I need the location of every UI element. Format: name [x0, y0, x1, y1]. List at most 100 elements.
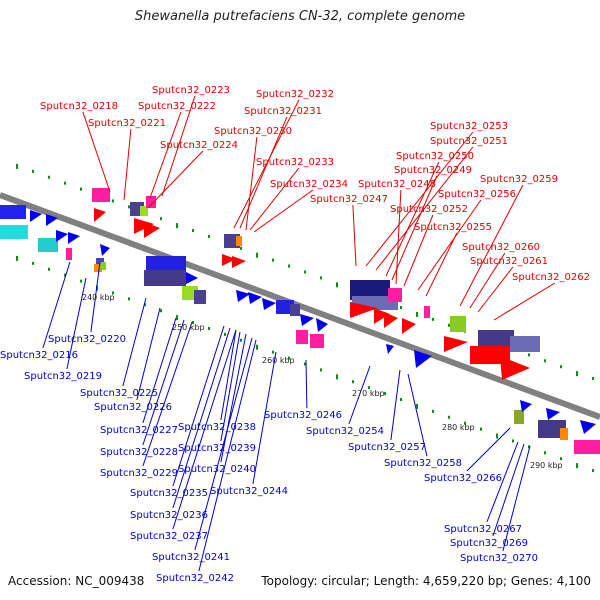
reverse-gene-label[interactable]: Sputcn32_0226 — [94, 402, 172, 413]
gene-box[interactable] — [194, 290, 206, 304]
gene-box[interactable] — [66, 248, 72, 260]
forward-gene-label[interactable]: Sputcn32_0231 — [244, 106, 322, 117]
gene-box[interactable] — [0, 225, 28, 239]
gene-arrow[interactable] — [350, 302, 378, 318]
gene-box[interactable] — [236, 236, 242, 246]
reverse-gene-label[interactable]: Sputcn32_0237 — [130, 531, 208, 542]
gene-arrow[interactable] — [186, 272, 198, 284]
reverse-gene-label[interactable]: Sputcn32_0229 — [100, 468, 178, 479]
gene-arrow[interactable] — [236, 290, 250, 302]
gene-box[interactable] — [560, 428, 568, 440]
gene-box[interactable] — [92, 188, 110, 202]
gene-box[interactable] — [310, 334, 324, 348]
gene-box[interactable] — [94, 264, 102, 272]
gene-box[interactable] — [470, 346, 510, 364]
gene-arrow[interactable] — [500, 356, 530, 380]
forward-gene-label[interactable]: Sputcn32_0262 — [512, 272, 590, 283]
reverse-gene-label[interactable]: Sputcn32_0258 — [384, 458, 462, 469]
reverse-gene-label[interactable]: Sputcn32_0266 — [424, 473, 502, 484]
forward-gene-label[interactable]: Sputcn32_0261 — [470, 256, 548, 267]
gene-box[interactable] — [350, 280, 390, 300]
gene-box[interactable] — [538, 420, 566, 438]
gene-arrow[interactable] — [546, 408, 560, 420]
gene-arrow[interactable] — [144, 222, 160, 238]
gene-box[interactable] — [38, 238, 58, 252]
reverse-gene-label[interactable]: Sputcn32_0216 — [0, 350, 78, 361]
gene-box[interactable] — [140, 206, 148, 216]
reverse-gene-label[interactable]: Sputcn32_0269 — [450, 538, 528, 549]
gene-box[interactable] — [146, 196, 156, 208]
forward-gene-label[interactable]: Sputcn32_0233 — [256, 157, 334, 168]
gene-arrow[interactable] — [30, 210, 42, 222]
reverse-gene-label[interactable]: Sputcn32_0228 — [100, 447, 178, 458]
reverse-gene-label[interactable]: Sputcn32_0236 — [130, 510, 208, 521]
forward-gene-label[interactable]: Sputcn32_0221 — [88, 118, 166, 129]
forward-gene-label[interactable]: Sputcn32_0259 — [480, 174, 558, 185]
reverse-gene-label[interactable]: Sputcn32_0244 — [210, 486, 288, 497]
forward-gene-label[interactable]: Sputcn32_0249 — [394, 165, 472, 176]
gene-arrow[interactable] — [402, 318, 416, 334]
forward-gene-label[interactable]: Sputcn32_0224 — [160, 140, 238, 151]
gene-box[interactable] — [144, 270, 186, 286]
forward-gene-label[interactable]: Sputcn32_0255 — [414, 222, 492, 233]
gene-arrow[interactable] — [94, 208, 106, 222]
gene-arrow[interactable] — [374, 308, 390, 324]
forward-gene-label[interactable]: Sputcn32_0250 — [396, 151, 474, 162]
gene-arrow[interactable] — [386, 344, 394, 354]
gene-box[interactable] — [478, 330, 514, 350]
gene-arrow[interactable] — [222, 254, 236, 266]
reverse-gene-label[interactable]: Sputcn32_0246 — [264, 410, 342, 421]
gene-box[interactable] — [276, 300, 294, 314]
forward-gene-label[interactable]: Sputcn32_0253 — [430, 121, 508, 132]
gene-arrow[interactable] — [248, 292, 262, 304]
forward-gene-label[interactable]: Sputcn32_0232 — [256, 89, 334, 100]
gene-arrow[interactable] — [68, 232, 80, 244]
gene-box[interactable] — [146, 256, 186, 272]
gene-arrow[interactable] — [520, 400, 532, 412]
reverse-gene-label[interactable]: Sputcn32_0227 — [100, 425, 178, 436]
forward-gene-label[interactable]: Sputcn32_0260 — [462, 242, 540, 253]
gene-arrow[interactable] — [300, 314, 314, 326]
reverse-gene-label[interactable]: Sputcn32_0270 — [460, 553, 538, 564]
reverse-gene-label[interactable]: Sputcn32_0220 — [48, 334, 126, 345]
forward-gene-label[interactable]: Sputcn32_0247 — [310, 194, 388, 205]
forward-gene-label[interactable]: Sputcn32_0230 — [214, 126, 292, 137]
gene-arrow[interactable] — [232, 256, 246, 268]
gene-arrow[interactable] — [316, 318, 328, 332]
forward-gene-label[interactable]: Sputcn32_0252 — [390, 204, 468, 215]
reverse-gene-label[interactable]: Sputcn32_0219 — [24, 371, 102, 382]
reverse-gene-label[interactable]: Sputcn32_0239 — [178, 443, 256, 454]
forward-gene-label[interactable]: Sputcn32_0256 — [438, 189, 516, 200]
forward-gene-label[interactable]: Sputcn32_0218 — [40, 101, 118, 112]
gene-box[interactable] — [450, 316, 466, 332]
gene-box[interactable] — [514, 410, 524, 424]
gene-box[interactable] — [100, 262, 106, 270]
gene-box[interactable] — [424, 306, 430, 318]
gene-arrow[interactable] — [580, 420, 596, 434]
gene-box[interactable] — [574, 440, 600, 454]
forward-gene-label[interactable]: Sputcn32_0234 — [270, 179, 348, 190]
reverse-gene-label[interactable]: Sputcn32_0257 — [348, 442, 426, 453]
gene-arrow[interactable] — [414, 350, 432, 368]
gene-box[interactable] — [296, 330, 308, 344]
gene-arrow[interactable] — [384, 312, 398, 328]
gene-box[interactable] — [290, 304, 300, 316]
gene-arrow[interactable] — [444, 336, 468, 352]
gene-arrow[interactable] — [46, 214, 58, 226]
forward-gene-label[interactable]: Sputcn32_0251 — [430, 136, 508, 147]
reverse-gene-label[interactable]: Sputcn32_0238 — [178, 422, 256, 433]
reverse-gene-label[interactable]: Sputcn32_0225 — [80, 388, 158, 399]
gene-arrow[interactable] — [56, 230, 68, 242]
reverse-gene-label[interactable]: Sputcn32_0241 — [152, 552, 230, 563]
reverse-gene-label[interactable]: Sputcn32_0267 — [444, 524, 522, 535]
gene-box[interactable] — [388, 288, 402, 302]
gene-box[interactable] — [0, 205, 26, 219]
gene-box[interactable] — [510, 336, 540, 352]
reverse-gene-label[interactable]: Sputcn32_0254 — [306, 426, 384, 437]
reverse-gene-label[interactable]: Sputcn32_0242 — [156, 573, 234, 584]
forward-gene-label[interactable]: Sputcn32_0248 — [358, 179, 436, 190]
reverse-gene-label[interactable]: Sputcn32_0235 — [130, 488, 208, 499]
gene-arrow[interactable] — [262, 298, 276, 310]
forward-gene-label[interactable]: Sputcn32_0223 — [152, 85, 230, 96]
gene-arrow[interactable] — [100, 244, 110, 256]
